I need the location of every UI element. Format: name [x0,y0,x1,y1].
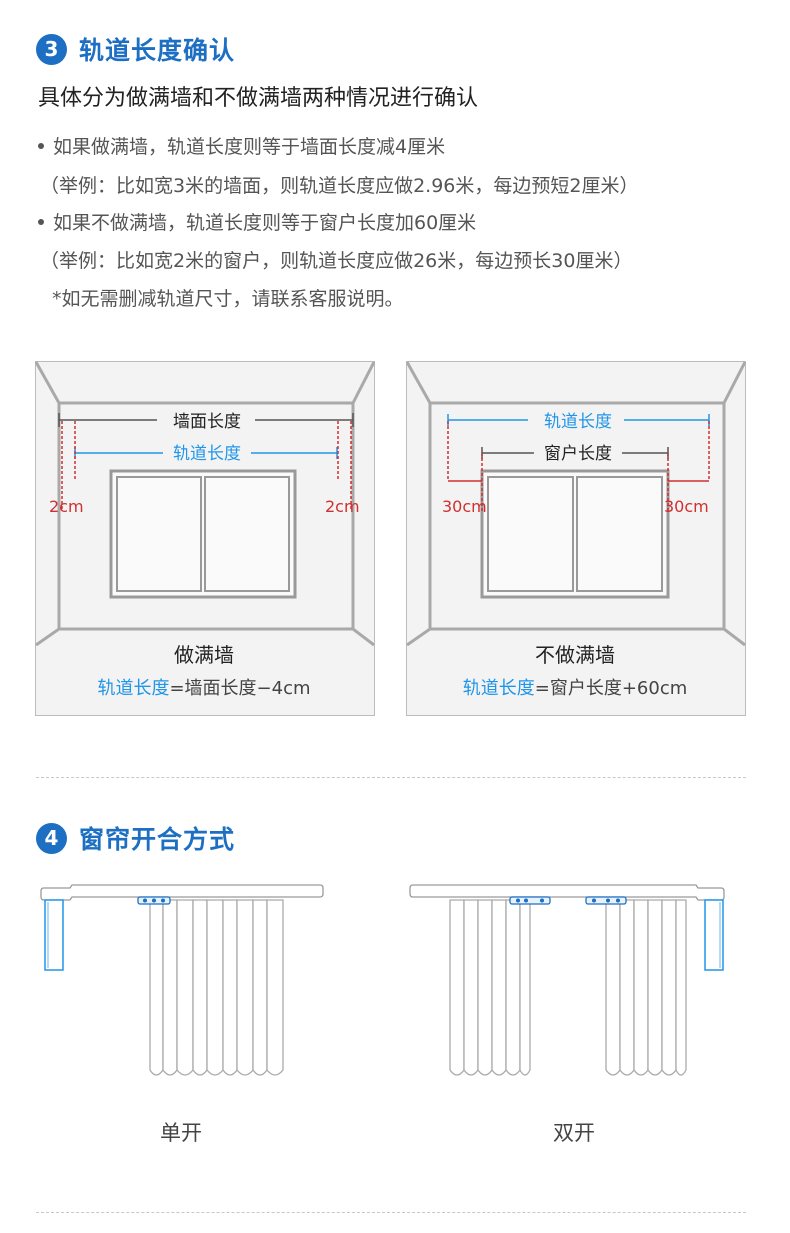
formula-track: 轨道长度 [462,678,535,699]
diagram-partial-wall: 轨道长度 窗户长度 30cm 30cm 不做满墙 轨道长度=窗户长度+60cm [405,361,747,716]
track-length-label: 轨道长度 [173,444,241,464]
section-subtitle: 具体分为做满墙和不做满墙两种情况进行确认 [38,86,479,111]
double-open-label: 双开 [553,1121,595,1145]
rule-partial-wall: 如果不做满墙，轨道长度则等于窗户长度加60厘米 [38,208,476,235]
double-open-curtain-illustration [408,880,728,1085]
partial-wall-illustration: 轨道长度 窗户长度 30cm 30cm [405,361,747,716]
wall-length-label: 墙面长度 [173,412,241,432]
single-open-label: 单开 [160,1121,202,1145]
bullet-icon [38,218,44,225]
section-divider [36,1212,746,1213]
section-title: 轨道长度确认 [79,36,236,65]
panel-title: 不做满墙 [535,643,615,667]
panel-title: 做满墙 [174,643,234,667]
formula-track: 轨道长度 [97,678,170,699]
panel-caption: 做满墙 轨道长度=墙面长度−4cm [35,639,373,700]
full-wall-illustration: 墙面长度 轨道长度 2cm 2cm [34,361,376,716]
step-number-badge: 3 [36,33,67,65]
formula-rest: =墙面长度−4cm [169,678,311,699]
section-3-header: 3 轨道长度确认 [36,31,235,67]
panel-formula: 轨道长度=窗户长度+60cm [406,674,744,700]
track-length-label: 轨道长度 [544,412,612,432]
section-divider [36,777,746,778]
offset-left-label: 2cm [49,497,84,516]
offset-right-label: 2cm [325,497,360,516]
panel-formula: 轨道长度=墙面长度−4cm [35,674,373,700]
diagram-full-wall: 墙面长度 轨道长度 2cm 2cm 做满墙 轨道长度=墙面长度−4cm [34,361,376,716]
contact-note: *如无需删减轨道尺寸，请联系客服说明。 [52,288,404,310]
single-open-curtain-illustration [40,880,330,1085]
bullet-icon [38,142,44,149]
window-length-label: 窗户长度 [544,444,612,464]
rule-text: 如果不做满墙，轨道长度则等于窗户长度加60厘米 [53,212,477,234]
curtain-single-icon [40,884,324,1076]
offset-right-label: 30cm [664,497,709,516]
section-title: 窗帘开合方式 [79,825,236,854]
rule-full-wall: 如果做满墙，轨道长度则等于墙面长度减4厘米 [38,132,445,159]
section-4-header: 4 窗帘开合方式 [36,820,235,856]
example-partial-wall: （举例：比如宽2米的窗户，则轨道长度应做26米，每边预长30厘米） [40,250,633,272]
offset-left-label: 30cm [442,497,487,516]
curtain-double-icon [409,884,725,1076]
formula-rest: =窗户长度+60cm [534,678,688,699]
rule-text: 如果做满墙，轨道长度则等于墙面长度减4厘米 [53,136,446,158]
example-full-wall: （举例：比如宽3米的墙面，则轨道长度应做2.96米，每边预短2厘米） [40,175,639,197]
step-number-badge: 4 [36,822,67,854]
panel-caption: 不做满墙 轨道长度=窗户长度+60cm [406,639,744,700]
